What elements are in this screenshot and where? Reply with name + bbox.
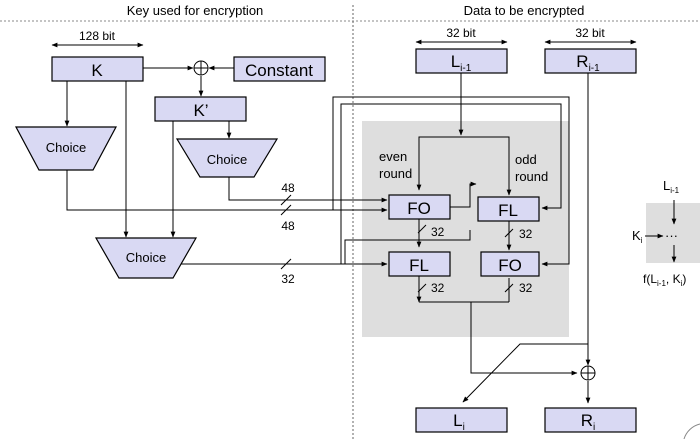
key-k-prime-box: K’ <box>154 96 247 122</box>
r-prev-sub: i-1 <box>589 63 601 74</box>
key-constant-box: Constant <box>233 56 326 82</box>
choice-left-label: Choice <box>46 140 86 155</box>
key-section-title: Key used for encryption <box>127 3 264 18</box>
key-connections <box>64 65 388 267</box>
legend-function-area <box>646 203 700 263</box>
r-next-box: Ri <box>544 407 637 433</box>
key-xor-node <box>193 60 209 76</box>
data-section-title: Data to be encrypted <box>464 3 585 18</box>
fl-top-label: FL <box>498 201 518 220</box>
legend-output-suffix: ) <box>682 272 686 286</box>
svg-text:Li: Li <box>453 411 465 433</box>
internal-width-4: 32 <box>519 281 533 295</box>
left-width-marker: 32 bit <box>415 26 508 45</box>
legend-output-prefix: f(L <box>643 272 657 286</box>
legend-dots: ··· <box>665 228 678 243</box>
r-next-sub: i <box>593 422 595 433</box>
choice-right: Choice <box>175 138 279 178</box>
even-round-line2: round <box>379 166 412 181</box>
legend-output-sub1: i-1 <box>657 279 666 288</box>
choice-left: Choice <box>14 126 118 171</box>
key-k-prime-label: K’ <box>193 101 208 120</box>
internal-width-3: 32 <box>431 281 445 295</box>
fo-bottom-box: FO <box>480 251 540 277</box>
odd-round-line1: odd <box>515 152 537 167</box>
l-next-sub: i <box>463 422 465 433</box>
odd-round-line2: round <box>515 169 548 184</box>
svg-text:Ri: Ri <box>581 411 596 433</box>
fo-bottom-label: FO <box>498 256 522 275</box>
left-width-label: 32 bit <box>446 26 476 40</box>
fl-top-box: FL <box>477 196 540 222</box>
internal-width-2: 32 <box>519 227 533 241</box>
key-k-label: K <box>91 61 103 80</box>
l-prev-box: Li-1 <box>415 48 508 74</box>
r-next-main: R <box>581 411 593 430</box>
choice-bottom-label: Choice <box>126 250 166 265</box>
key-k-box: K <box>51 56 144 82</box>
fo-top-label: FO <box>407 199 431 218</box>
corner-arc-decoration <box>683 423 700 439</box>
l-prev-sub: i-1 <box>460 63 472 74</box>
svg-text:Li-1: Li-1 <box>663 178 680 195</box>
function-legend: Li-1 Ki ··· f(Li-1, Ki) <box>632 178 686 288</box>
round-function-area <box>362 121 569 337</box>
even-round-line1: even <box>379 149 407 164</box>
key-width-marker: 128 bit <box>51 29 144 48</box>
legend-output-mid: , K <box>666 272 681 286</box>
right-width-label: 32 bit <box>575 26 605 40</box>
legend-output-sub2: i <box>681 279 683 288</box>
fo-top-box: FO <box>388 194 451 220</box>
data-xor-node <box>580 365 596 381</box>
internal-width-1: 32 <box>431 225 445 239</box>
legend-key-sub: i <box>641 236 643 245</box>
legend-input-main: L <box>663 178 670 193</box>
bus-width-lower: 32 <box>281 272 295 286</box>
l-next-box: Li <box>415 407 508 433</box>
bus-width-upper-bottom: 48 <box>281 219 295 233</box>
data-connections <box>332 73 591 404</box>
key-constant-label: Constant <box>245 61 313 80</box>
l-prev-main: L <box>451 52 460 71</box>
right-width-marker: 32 bit <box>544 26 637 45</box>
legend-input-sub: i-1 <box>670 186 679 195</box>
bus-markers <box>280 194 514 293</box>
fl-bottom-box: FL <box>388 251 451 277</box>
svg-text:f(Li-1, Ki): f(Li-1, Ki) <box>643 272 686 288</box>
r-prev-main: R <box>576 52 588 71</box>
bus-width-upper-top: 48 <box>281 181 295 195</box>
l-next-main: L <box>453 411 462 430</box>
r-prev-box: Ri-1 <box>544 48 637 74</box>
legend-key-main: K <box>632 228 641 243</box>
choice-right-label: Choice <box>207 152 247 167</box>
fl-bottom-label: FL <box>409 256 429 275</box>
key-width-label: 128 bit <box>79 29 116 43</box>
svg-text:Li-1: Li-1 <box>451 52 472 74</box>
svg-text:Ki: Ki <box>632 228 643 245</box>
choice-bottom: Choice <box>94 237 198 279</box>
svg-text:Ri-1: Ri-1 <box>576 52 600 74</box>
